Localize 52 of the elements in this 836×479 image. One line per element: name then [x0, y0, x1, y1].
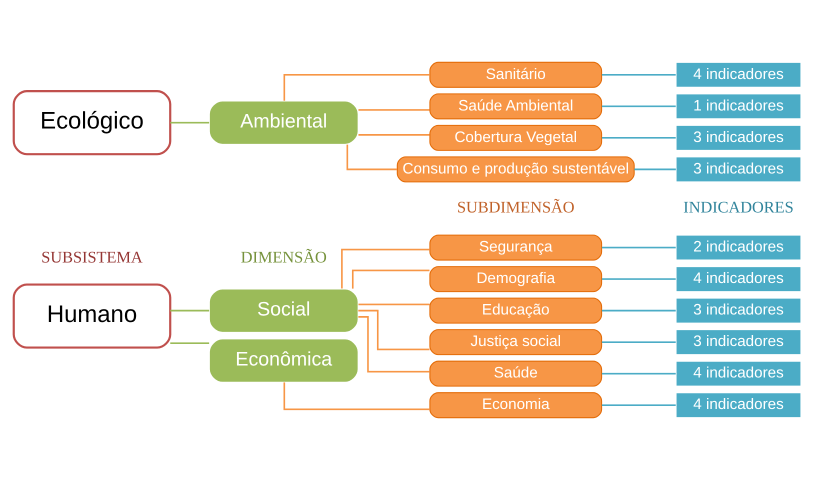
connector: [601, 136, 676, 138]
node-box: Economia: [428, 392, 602, 418]
connector: [351, 269, 429, 288]
connector: [601, 309, 676, 311]
connector: [601, 74, 676, 76]
label: SUBDIMENSÃO: [456, 196, 574, 216]
connector: [601, 372, 676, 374]
node-box: 3 indicadores: [674, 124, 802, 150]
connector: [170, 309, 209, 311]
connector: [170, 121, 209, 123]
connector: [340, 248, 430, 288]
node-box: Saúde: [428, 360, 602, 386]
node-box: 3 indicadores: [674, 156, 802, 182]
node-box: 3 indicadores: [674, 297, 802, 324]
node-box: 4 indicadores: [674, 360, 802, 386]
connector: [601, 404, 676, 406]
node-box: Ambiental: [208, 100, 358, 144]
connector: [170, 342, 209, 344]
node-box: Consumo e produção sustentável: [396, 156, 634, 182]
node-box: 4 indicadores: [674, 392, 802, 418]
connector: [283, 382, 430, 410]
node-box: 1 indicadores: [674, 92, 802, 119]
node-box: Ecológico: [12, 90, 171, 155]
node-box: Econômica: [208, 338, 358, 382]
node-box: 4 indicadores: [674, 61, 802, 88]
node-box: Humano: [12, 282, 171, 348]
node-box: Saúde Ambiental: [428, 92, 602, 119]
connector: [283, 74, 430, 100]
connector: [601, 278, 676, 280]
connector: [358, 309, 430, 350]
node-box: 3 indicadores: [674, 328, 802, 355]
connector: [601, 340, 676, 342]
node-box: Sanitário: [428, 61, 602, 88]
connector: [358, 108, 429, 110]
node-box: Educação: [428, 297, 602, 324]
node-box: Social: [208, 288, 358, 332]
node-box: Segurança: [428, 234, 602, 260]
node-box: Justiça social: [428, 328, 602, 355]
connector: [634, 168, 676, 170]
connector: [601, 105, 676, 107]
connector: [358, 134, 429, 136]
label: DIMENSÃO: [240, 246, 326, 266]
node-box: Demografia: [428, 266, 602, 292]
node-box: 4 indicadores: [674, 266, 802, 292]
node-box: Cobertura Vegetal: [428, 124, 602, 150]
connector: [358, 303, 429, 305]
node-box: 2 indicadores: [674, 234, 802, 260]
connector: [346, 144, 396, 170]
connector: [358, 316, 430, 372]
label: INDICADORES: [682, 196, 794, 216]
connector: [601, 246, 676, 248]
label: SUBSISTEMA: [40, 246, 142, 266]
